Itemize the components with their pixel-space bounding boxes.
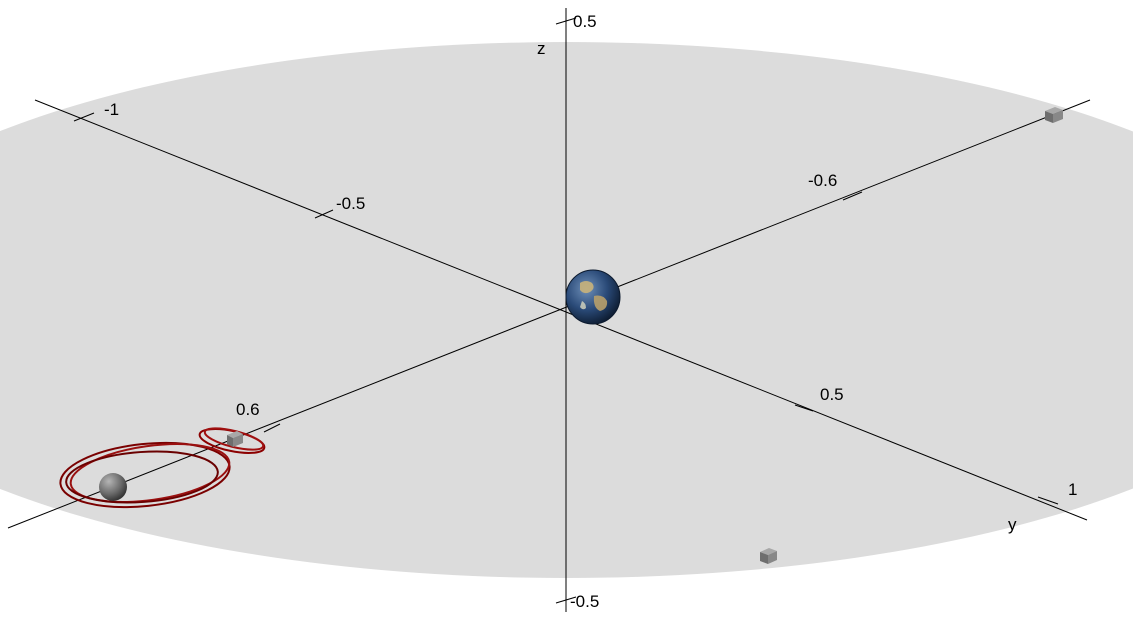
z-axis-label: z — [537, 39, 546, 58]
z-tick-label: 0.5 — [573, 12, 597, 31]
x-tick-label: 0.6 — [236, 400, 260, 419]
y-axis-line — [7, 99, 1091, 529]
tick-mark — [555, 17, 577, 25]
z-tick-label: -0.5 — [570, 592, 599, 611]
x-tick-label: -1 — [104, 100, 119, 119]
tick-mark — [842, 191, 863, 201]
y-tick-label: -0.6 — [808, 171, 837, 190]
y-axis-label: y — [1008, 515, 1017, 534]
x-axis-line — [34, 99, 1088, 521]
tick-mark — [555, 596, 577, 604]
tick-mark — [314, 209, 334, 219]
moon-icon — [99, 473, 127, 501]
cube-marker — [760, 548, 777, 564]
tick-mark — [73, 112, 95, 122]
cube-marker — [227, 431, 243, 447]
tick-mark — [263, 423, 281, 433]
y-tick-label: 0.5 — [820, 385, 844, 404]
orbit-trajectory — [59, 427, 266, 509]
tick-mark — [794, 404, 814, 412]
y-tick-label: 1 — [1068, 480, 1077, 499]
tick-mark — [1037, 496, 1059, 505]
earth-icon — [565, 269, 621, 325]
cube-marker — [1045, 107, 1063, 123]
x-tick-label: -0.5 — [336, 194, 365, 213]
